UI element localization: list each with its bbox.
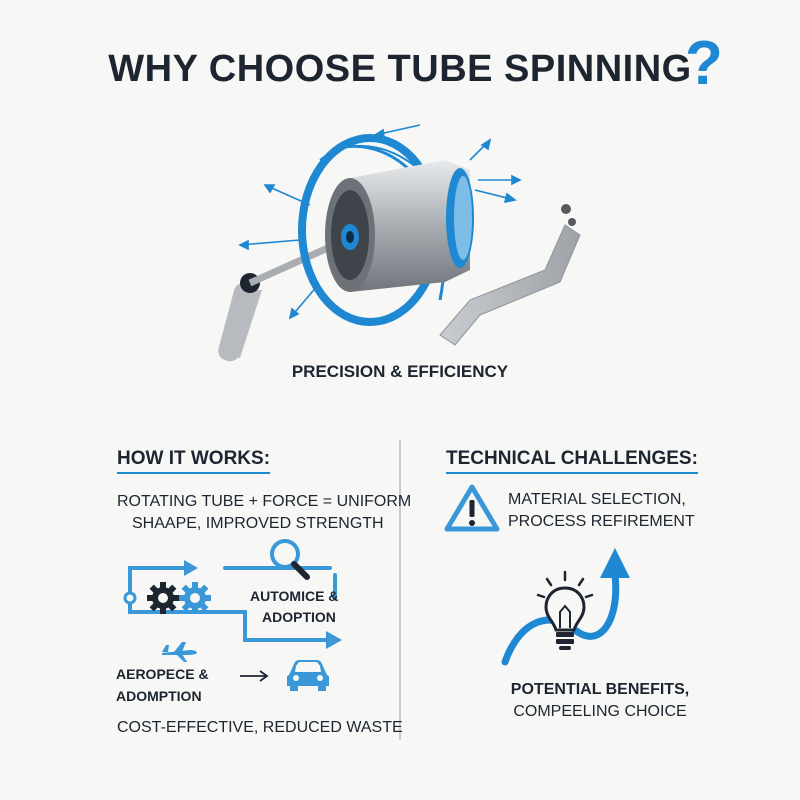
how-it-works-heading: HOW IT WORKS: [117, 448, 271, 474]
technical-challenges-line-1: MATERIAL SELECTION, [508, 491, 686, 508]
hero-caption: PRECISION & EFFICIENCY [291, 362, 509, 381]
column-divider [399, 440, 401, 740]
benefits-line-2: COMPEELING CHOICE [513, 703, 687, 720]
how-it-works-description-2: SHAAPE, IMPROVED STRENGTH [132, 515, 384, 532]
technical-challenges-line-2: PROCESS REFIREMENT [508, 513, 695, 530]
airplane-icon [162, 642, 197, 662]
lightbulb-icon [536, 570, 594, 650]
arrow-right-icon [240, 670, 269, 682]
how-it-works-footer: COST-EFFECTIVE, REDUCED WASTE [117, 719, 403, 736]
warning-icon [444, 484, 500, 532]
how-it-works-description-1: ROTATING TUBE + FORCE = UNIFORM [117, 493, 412, 510]
magnifier-icon [270, 539, 310, 580]
page-title: WHY CHOOSE TUBE SPINNING [0, 48, 800, 91]
aerospace-label-2: ADOMPTION [116, 688, 202, 704]
automation-label-2: ADOPTION [262, 609, 336, 625]
aerospace-label-1: AEROPECE & [116, 666, 209, 682]
gears-icon [147, 582, 211, 614]
question-mark: ? [685, 29, 723, 98]
automation-label-1: AUTOMICE & [250, 588, 339, 604]
page-title-text: WHY CHOOSE TUBE SPINNING [108, 48, 692, 90]
benefits-line-1: POTENTIAL BENEFITS, [510, 681, 690, 698]
car-icon [287, 660, 329, 691]
technical-challenges-heading: TECHNICAL CHALLENGES: [446, 448, 698, 474]
